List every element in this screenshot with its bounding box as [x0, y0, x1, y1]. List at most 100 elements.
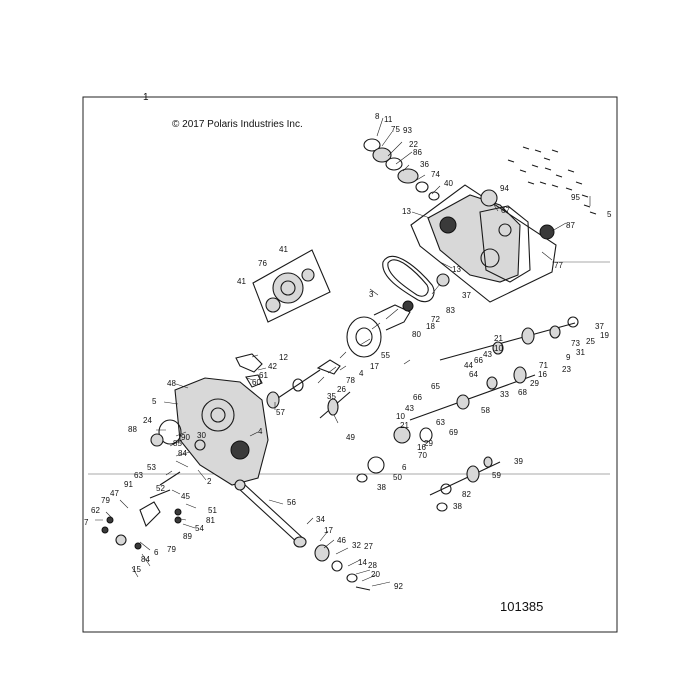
callout-3: 3 — [369, 290, 374, 299]
output-shaft-56 — [234, 479, 371, 591]
drive-belt — [382, 255, 435, 303]
callout-83: 83 — [446, 306, 455, 315]
callout-80: 80 — [412, 330, 421, 339]
callout-4-mid: 4 — [359, 369, 364, 378]
callout-6-left: 6 — [154, 548, 159, 557]
input-shaft-57 — [266, 369, 321, 409]
callout-55: 55 — [381, 351, 390, 360]
shaft-lower-right — [429, 456, 501, 512]
callout-37-right: 37 — [595, 322, 604, 331]
callout-44: 44 — [464, 361, 473, 370]
callout-77: 77 — [554, 261, 563, 270]
callout-5-left: 5 — [152, 397, 157, 406]
callout-12: 12 — [279, 353, 288, 362]
sprocket-37-upper — [436, 273, 450, 287]
callout-52: 52 — [156, 484, 165, 493]
callout-51: 51 — [208, 506, 217, 515]
callout-29-right: 29 — [530, 379, 539, 388]
callout-50: 50 — [393, 473, 402, 482]
shift-drum-49 — [319, 391, 351, 419]
callout-53: 53 — [147, 463, 156, 472]
callout-38-left: 38 — [377, 483, 386, 492]
callout-8: 8 — [375, 112, 380, 121]
callout-19: 19 — [600, 331, 609, 340]
callout-16-lower: 16 — [417, 443, 426, 452]
callout-27: 27 — [364, 542, 373, 551]
callout-65: 65 — [431, 382, 440, 391]
callout-45: 45 — [181, 492, 190, 501]
callout-73: 73 — [571, 339, 580, 348]
callout-17-lower: 17 — [324, 526, 333, 535]
callout-28: 28 — [368, 561, 377, 570]
callout-33: 33 — [500, 390, 509, 399]
callout-9: 9 — [566, 353, 571, 362]
callout-93: 93 — [403, 126, 412, 135]
callout-88: 88 — [128, 425, 137, 434]
callout-95: 95 — [571, 193, 580, 202]
callout-90: 90 — [181, 433, 190, 442]
main-housing — [174, 377, 269, 486]
callout-26: 26 — [337, 385, 346, 394]
callout-49: 49 — [346, 433, 355, 442]
callout-86: 86 — [413, 148, 422, 157]
gear-set-41 — [265, 268, 315, 313]
callout-42: 42 — [268, 362, 277, 371]
page-number: 1 — [143, 92, 149, 103]
callout-22: 22 — [409, 140, 418, 149]
callout-57: 57 — [276, 408, 285, 417]
shaft-upper-right — [439, 316, 579, 361]
callout-68: 68 — [518, 388, 527, 397]
callout-20: 20 — [371, 570, 380, 579]
callout-69: 69 — [449, 428, 458, 437]
callout-43-upper: 43 — [483, 350, 492, 359]
callout-21-upper: 21 — [494, 334, 503, 343]
callout-11: 11 — [384, 115, 393, 124]
pulley-stack — [363, 138, 498, 207]
callout-38-right: 38 — [453, 502, 462, 511]
shaft-middle-right — [409, 366, 536, 421]
callout-64: 64 — [469, 370, 478, 379]
callout-81: 81 — [206, 516, 215, 525]
callout-71: 71 — [539, 361, 548, 370]
callout-36: 36 — [420, 160, 429, 169]
callout-54: 54 — [195, 524, 204, 533]
callout-70: 70 — [418, 451, 427, 460]
callout-5-top: 5 — [607, 210, 612, 219]
callout-46: 46 — [337, 536, 346, 545]
callout-74: 74 — [431, 170, 440, 179]
callout-41-top: 41 — [279, 245, 288, 254]
callout-60: 60 — [252, 378, 261, 387]
callout-79-upper: 79 — [101, 496, 110, 505]
seal-88 — [150, 433, 164, 447]
callout-75: 75 — [391, 125, 400, 134]
callout-87: 87 — [566, 221, 575, 230]
front-cover-housing — [427, 194, 531, 283]
callout-61: 61 — [259, 371, 268, 380]
callout-29-lower: 29 — [424, 439, 433, 448]
bolt-set — [507, 146, 597, 215]
callout-30: 30 — [197, 431, 206, 440]
callout-79-lower: 79 — [167, 545, 176, 554]
callout-21-lower: 21 — [400, 421, 409, 430]
callout-63-left: 63 — [134, 471, 143, 480]
callout-24: 24 — [143, 416, 152, 425]
figure-number: 101385 — [500, 599, 543, 614]
gear-70-assembly — [356, 426, 433, 483]
callout-labels: 8 11 75 93 22 86 36 74 40 94 67 95 5 87 … — [84, 112, 612, 591]
leader-lines — [95, 117, 591, 587]
callout-34: 34 — [316, 515, 325, 524]
callout-41-left: 41 — [237, 277, 246, 286]
callout-56: 56 — [287, 498, 296, 507]
callout-13-upper: 13 — [402, 207, 411, 216]
callout-32: 32 — [352, 541, 361, 550]
callout-43-lower: 43 — [405, 404, 414, 413]
callout-6-right: 6 — [402, 463, 407, 472]
callout-16-right: 16 — [538, 370, 547, 379]
copyright-text: © 2017 Polaris Industries Inc. — [172, 119, 303, 130]
callout-18: 18 — [426, 322, 435, 331]
diagram-frame — [82, 96, 618, 633]
callout-84-lower: 84 — [141, 555, 150, 564]
callout-35: 35 — [327, 392, 336, 401]
driven-gear-assembly — [346, 300, 414, 358]
callout-66-lower: 66 — [413, 393, 422, 402]
